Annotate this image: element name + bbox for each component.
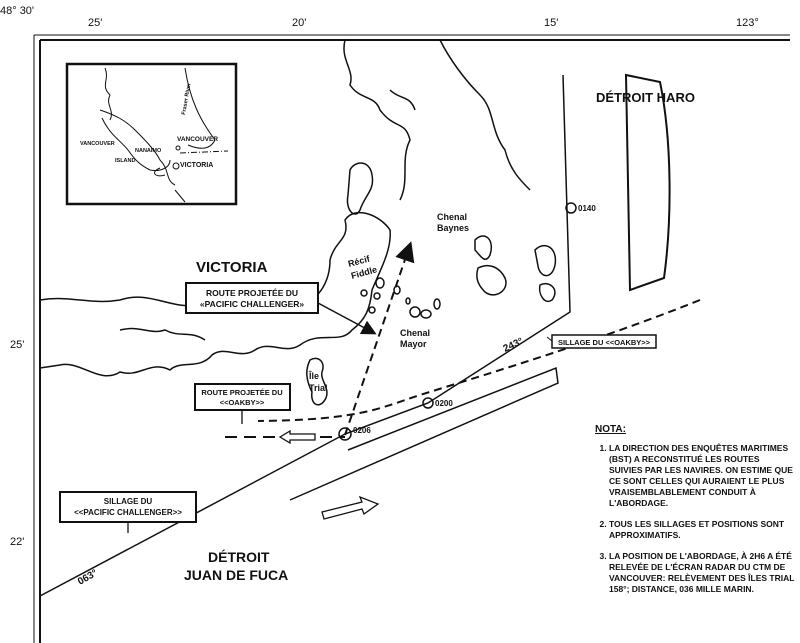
pacific-challenger-track: [39, 74, 571, 597]
coastline: [39, 39, 557, 406]
lon-label-20: 20': [292, 17, 306, 29]
bearing-243-label: 243°: [502, 336, 525, 355]
bearing-063-label: 063°: [76, 568, 99, 588]
lon-label-25: 25': [88, 17, 102, 29]
chenal-mayor-label-1: Chenal: [400, 328, 430, 338]
position-0206-marker: [338, 427, 352, 441]
callout-route-oakby: ROUTE PROJETÉE DU <<OAKBY>>: [194, 383, 291, 424]
position-0200-label: 0200: [435, 399, 453, 408]
callout-text: «PACIFIC CHALLENGER»: [200, 299, 304, 309]
victoria-label: VICTORIA: [196, 259, 268, 276]
callout-text: SILLAGE DU: [104, 497, 153, 506]
callout-text: ROUTE PROJETÉE DU: [206, 288, 298, 298]
nota-item: LA POSITION DE L'ABORDAGE, À 2H6 A ÉTÉ R…: [609, 551, 795, 595]
callout-text: ROUTE PROJETÉE DU: [201, 388, 282, 397]
position-0140-label: 0140: [578, 204, 596, 213]
oakby-track: [225, 299, 701, 520]
inset-label: ISLAND: [115, 158, 136, 164]
detroit-haro-label: DÉTROIT HARO: [596, 90, 695, 105]
juan-de-fuca-label-1: DÉTROIT: [208, 549, 270, 565]
callout-sillage-pacific-challenger: SILLAGE DU <<PACIFIC CHALLENGER>>: [59, 491, 197, 533]
haro-wake-outline: [624, 73, 671, 292]
map-frame: [33, 34, 790, 643]
callout-route-pacific-challenger: ROUTE PROJETÉE DU «PACIFIC CHALLENGER»: [185, 282, 377, 335]
chenal-baynes-label-1: Chenal: [437, 212, 467, 222]
lon-label-123: 123°: [736, 17, 759, 29]
position-0140-marker: [565, 202, 577, 214]
lat-label-top: 48° 30': [0, 5, 34, 17]
callout-sillage-oakby: SILLAGE DU <<OAKBY>>: [546, 334, 657, 349]
juan-de-fuca-label-2: JUAN DE FUCA: [184, 567, 288, 583]
callout-text: <<OAKBY>>: [220, 398, 265, 407]
position-0200-marker: [422, 397, 434, 409]
nota-item: LA DIRECTION DES ENQUÊTES MARITIMES (BST…: [609, 443, 795, 509]
position-0206-label: 0206: [353, 426, 371, 435]
ile-trial-label-1: Île: [308, 370, 319, 381]
callout-text: SILLAGE DU <<OAKBY>>: [558, 338, 651, 347]
inset-label: VICTORIA: [180, 162, 213, 169]
lat-label-25: 25': [10, 339, 24, 351]
nota-item: TOUS LES SILLAGES ET POSITIONS SONT APPR…: [609, 519, 795, 541]
chenal-mayor-label-2: Mayor: [400, 339, 427, 349]
ile-trial-label-2: Trial: [309, 383, 328, 393]
inset-label: VANCOUVER: [177, 136, 218, 143]
nota-notes: NOTA: LA DIRECTION DES ENQUÊTES MARITIME…: [595, 424, 795, 605]
inset-label: NANAIMO: [135, 148, 162, 154]
callout-text: <<PACIFIC CHALLENGER>>: [74, 508, 182, 517]
lon-label-15: 15': [544, 17, 558, 29]
lat-label-22: 22': [10, 536, 24, 548]
inset-label: Fraser River: [181, 82, 193, 116]
nota-title: NOTA:: [595, 424, 626, 435]
inset-map: VANCOUVER ISLAND NANAIMO VANCOUVER VICTO…: [65, 62, 238, 206]
inset-label: VANCOUVER: [80, 141, 115, 147]
chenal-baynes-label-2: Baynes: [437, 223, 469, 233]
